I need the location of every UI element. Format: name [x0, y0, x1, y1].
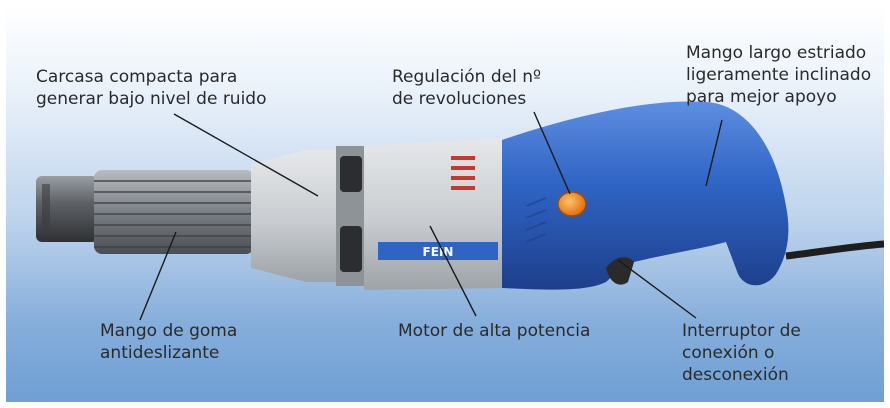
chuck: [36, 176, 98, 242]
speed-dial: [557, 191, 587, 217]
grinder-illustration: FEIN: [36, 101, 884, 321]
label-mango-goma: Mango de goma antideslizante: [100, 321, 238, 363]
leader-interruptor: [617, 259, 697, 319]
power-cable: [785, 240, 884, 260]
label-mango-largo: Mango largo estriado ligeramente inclina…: [686, 43, 872, 107]
leader-mango-goma: [139, 231, 177, 321]
compact-housing: [251, 146, 366, 286]
label-interruptor: Interruptor de conexión o desconexión: [682, 321, 801, 385]
leader-regulacion: [533, 111, 571, 195]
motor-section: FEIN: [364, 138, 506, 290]
leader-motor: [429, 225, 477, 317]
label-carcasa: Carcasa compacta para generar bajo nivel…: [36, 67, 267, 109]
switch-trigger: [606, 257, 634, 285]
rubber-grip: [94, 170, 254, 254]
tool-brand: FEIN: [423, 245, 454, 259]
diagram-panel: FEIN Carcasa compacta para generar b: [6, 6, 884, 402]
leader-lines: [139, 111, 723, 321]
label-motor: Motor de alta potencia: [398, 321, 591, 341]
blue-handle: [502, 101, 789, 290]
leader-mango-largo: [705, 119, 723, 187]
label-regulacion: Regulación del nº de revoluciones: [392, 67, 542, 109]
leader-carcasa: [173, 113, 319, 197]
